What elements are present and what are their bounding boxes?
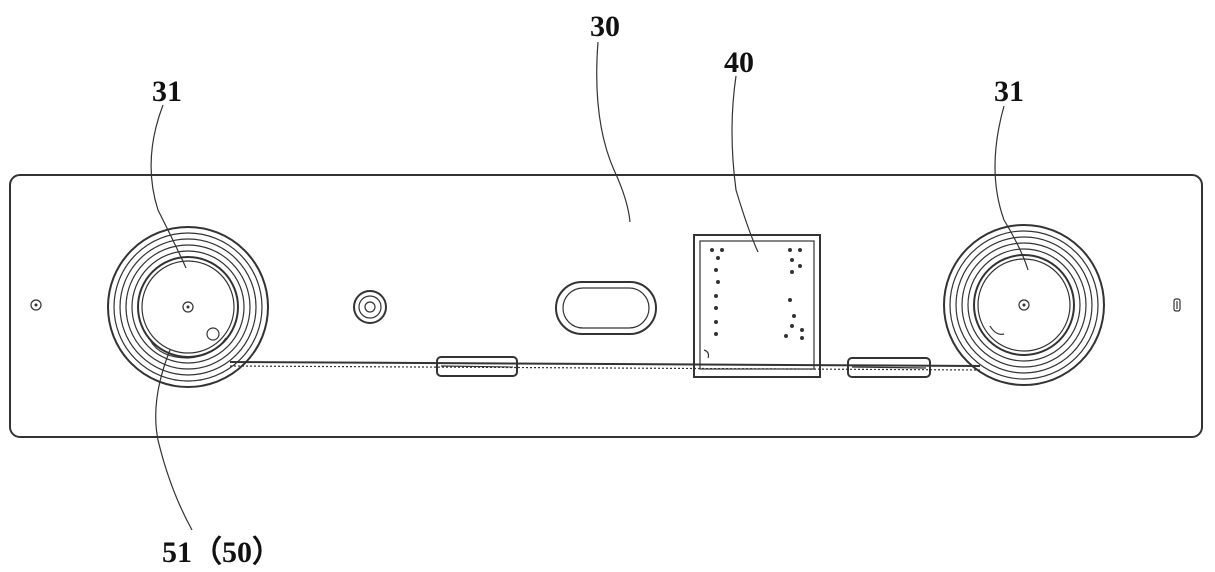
base-plate <box>9 174 1203 438</box>
label-40: 40 <box>724 46 754 79</box>
cable-sleeve-left <box>436 356 518 377</box>
right-edge-slot <box>1173 298 1181 312</box>
label-31-right: 31 <box>994 75 1024 108</box>
leader-51 <box>155 349 193 531</box>
cable <box>229 361 981 371</box>
left-spool <box>107 226 269 388</box>
leader-lines <box>150 41 1029 531</box>
leader-30 <box>596 41 631 223</box>
oval-window <box>555 281 657 335</box>
label-31-left: 31 <box>152 75 182 108</box>
control-module <box>693 234 821 378</box>
leader-40 <box>731 75 759 253</box>
leader-31-left <box>150 104 187 269</box>
label-30: 30 <box>590 10 620 43</box>
round-fitting <box>353 290 387 324</box>
right-spool <box>943 224 1105 386</box>
leader-31-right <box>994 105 1029 271</box>
cable-sleeve-right <box>847 357 931 378</box>
left-edge-hole <box>30 299 42 311</box>
module-pins <box>710 248 804 340</box>
label-51-50: 51（50） <box>162 535 282 569</box>
